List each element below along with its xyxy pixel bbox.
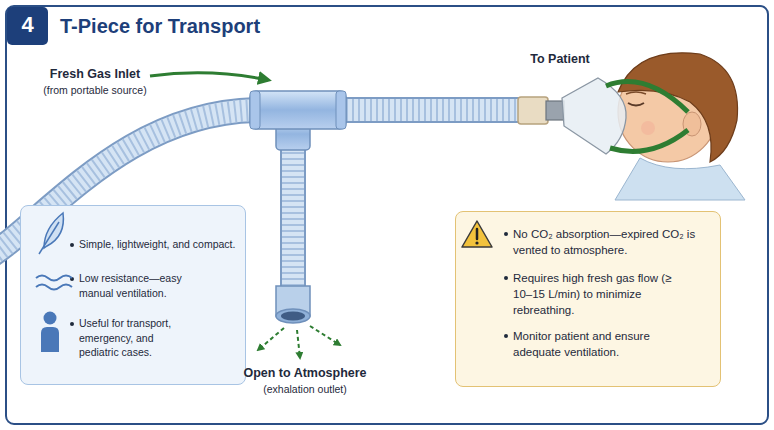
mask-port <box>546 101 564 120</box>
feather-vane <box>44 213 63 248</box>
exhaust-arrows <box>258 326 340 358</box>
bullet-text: Requires high fresh gas flow (≥ 10–15 L/… <box>513 272 671 316</box>
bullet-item: Requires high fresh gas flow (≥ 10–15 L/… <box>513 270 689 318</box>
bullet-item: Monitor patient and ensure adequate vent… <box>513 328 685 360</box>
part-label: To Patient <box>500 52 620 66</box>
callout-number: 4 <box>7 12 48 38</box>
tube-outline <box>340 97 522 123</box>
warning-dot <box>475 241 478 244</box>
tube-body <box>340 99 522 121</box>
inflow-arrow <box>150 73 268 80</box>
tube-ribs <box>282 128 304 292</box>
outlet-opening <box>281 312 305 321</box>
child-icon <box>41 312 59 353</box>
bullet-dot <box>70 322 74 326</box>
t-body <box>250 91 346 129</box>
bullet-dot <box>504 334 508 338</box>
number-badge <box>7 7 48 45</box>
bullet-text: No CO₂ absorption—expired CO₂ is vented … <box>513 228 695 256</box>
closed-eye <box>628 103 644 106</box>
part-label: Open to Atmosphere <box>215 366 395 380</box>
bullet-text: Low resistance—easy manual ventilation. <box>79 272 182 299</box>
waves-icon <box>36 276 72 290</box>
child-icon-body <box>41 327 59 352</box>
diagram-title: T-Piece for Transport <box>60 15 260 38</box>
exhaust-arrow <box>297 330 300 358</box>
mask-connector <box>518 97 564 124</box>
mask-strap <box>610 130 688 151</box>
part-note: (from portable source) <box>5 84 185 96</box>
warning-icon <box>462 221 492 247</box>
feature-panel: Simple, lightweight, and compact. Low res… <box>20 205 246 385</box>
cheek <box>641 121 655 135</box>
bullet-dot <box>504 232 508 236</box>
tube-outline <box>280 128 306 292</box>
outlet-rim <box>276 309 310 323</box>
child-head <box>562 53 745 200</box>
elbow-adapter <box>518 97 548 124</box>
wave <box>36 285 72 290</box>
tube-ribs <box>340 99 522 121</box>
bullet-item: Simple, lightweight, and compact. <box>79 237 247 252</box>
t-collar <box>250 91 260 129</box>
warning-mark <box>476 229 479 239</box>
bullet-text: Monitor patient and ensure adequate vent… <box>513 330 650 358</box>
caution-panel: No CO₂ absorption—expired CO₂ is vented … <box>455 211 721 387</box>
tube-body <box>282 128 304 292</box>
frame <box>6 6 768 424</box>
exhaust-arrow <box>258 328 284 350</box>
bullet-text: Simple, lightweight, and compact. <box>79 238 235 250</box>
bullet-item: Low resistance—easy manual ventilation. <box>79 271 197 300</box>
warning-triangle <box>462 221 492 247</box>
part-label: Fresh Gas Inlet <box>5 67 185 81</box>
bullet-dot <box>70 243 74 247</box>
feather-icon <box>39 213 63 254</box>
eyebrow <box>626 92 646 94</box>
exhaust-arrow <box>310 326 340 345</box>
bullet-text: Useful for transport, emergency, and ped… <box>79 317 171 358</box>
part-note: (exhalation outlet) <box>215 383 395 395</box>
bullet-item: No CO₂ absorption—expired CO₂ is vented … <box>513 226 705 258</box>
face-mask <box>562 78 626 154</box>
feather-quill <box>39 222 59 254</box>
bullet-dot <box>504 276 508 280</box>
wave <box>36 276 72 281</box>
bullet-dot <box>70 277 74 281</box>
hair <box>618 53 738 162</box>
exhalation-outlet <box>276 286 310 323</box>
t-connector <box>250 91 346 150</box>
shoulder <box>615 158 745 200</box>
t-collar <box>336 91 346 129</box>
mask-strap <box>606 82 688 112</box>
bullet-item: Useful for transport, emergency, and ped… <box>79 316 187 360</box>
child-icon-head <box>44 312 57 325</box>
